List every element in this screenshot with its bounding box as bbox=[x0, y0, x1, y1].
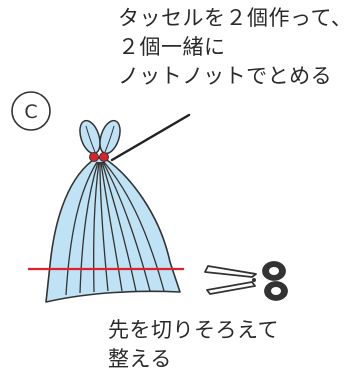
tassel-strands bbox=[65, 161, 165, 296]
scissors-icon bbox=[204, 261, 288, 301]
step-label-badge: C bbox=[11, 91, 51, 131]
knot bbox=[89, 152, 109, 162]
top-instruction-line-2: ２個一緒に bbox=[118, 35, 226, 59]
tassel-loops bbox=[79, 119, 121, 155]
top-instruction-line-3: ノットノットでとめる bbox=[118, 64, 333, 88]
top-instruction: タッセルを２個作って、 ２個一緒に ノットノットでとめる bbox=[118, 4, 352, 91]
bottom-instruction-line-1: 先を切りそろえて bbox=[108, 318, 279, 342]
tassel-body bbox=[45, 157, 181, 303]
step-label: C bbox=[24, 101, 37, 123]
bottom-instruction: 先を切りそろえて 整える bbox=[108, 316, 279, 374]
bottom-instruction-line-2: 整える bbox=[108, 347, 172, 371]
leader-line bbox=[110, 113, 191, 162]
top-instruction-line-1: タッセルを２個作って、 bbox=[118, 6, 353, 30]
